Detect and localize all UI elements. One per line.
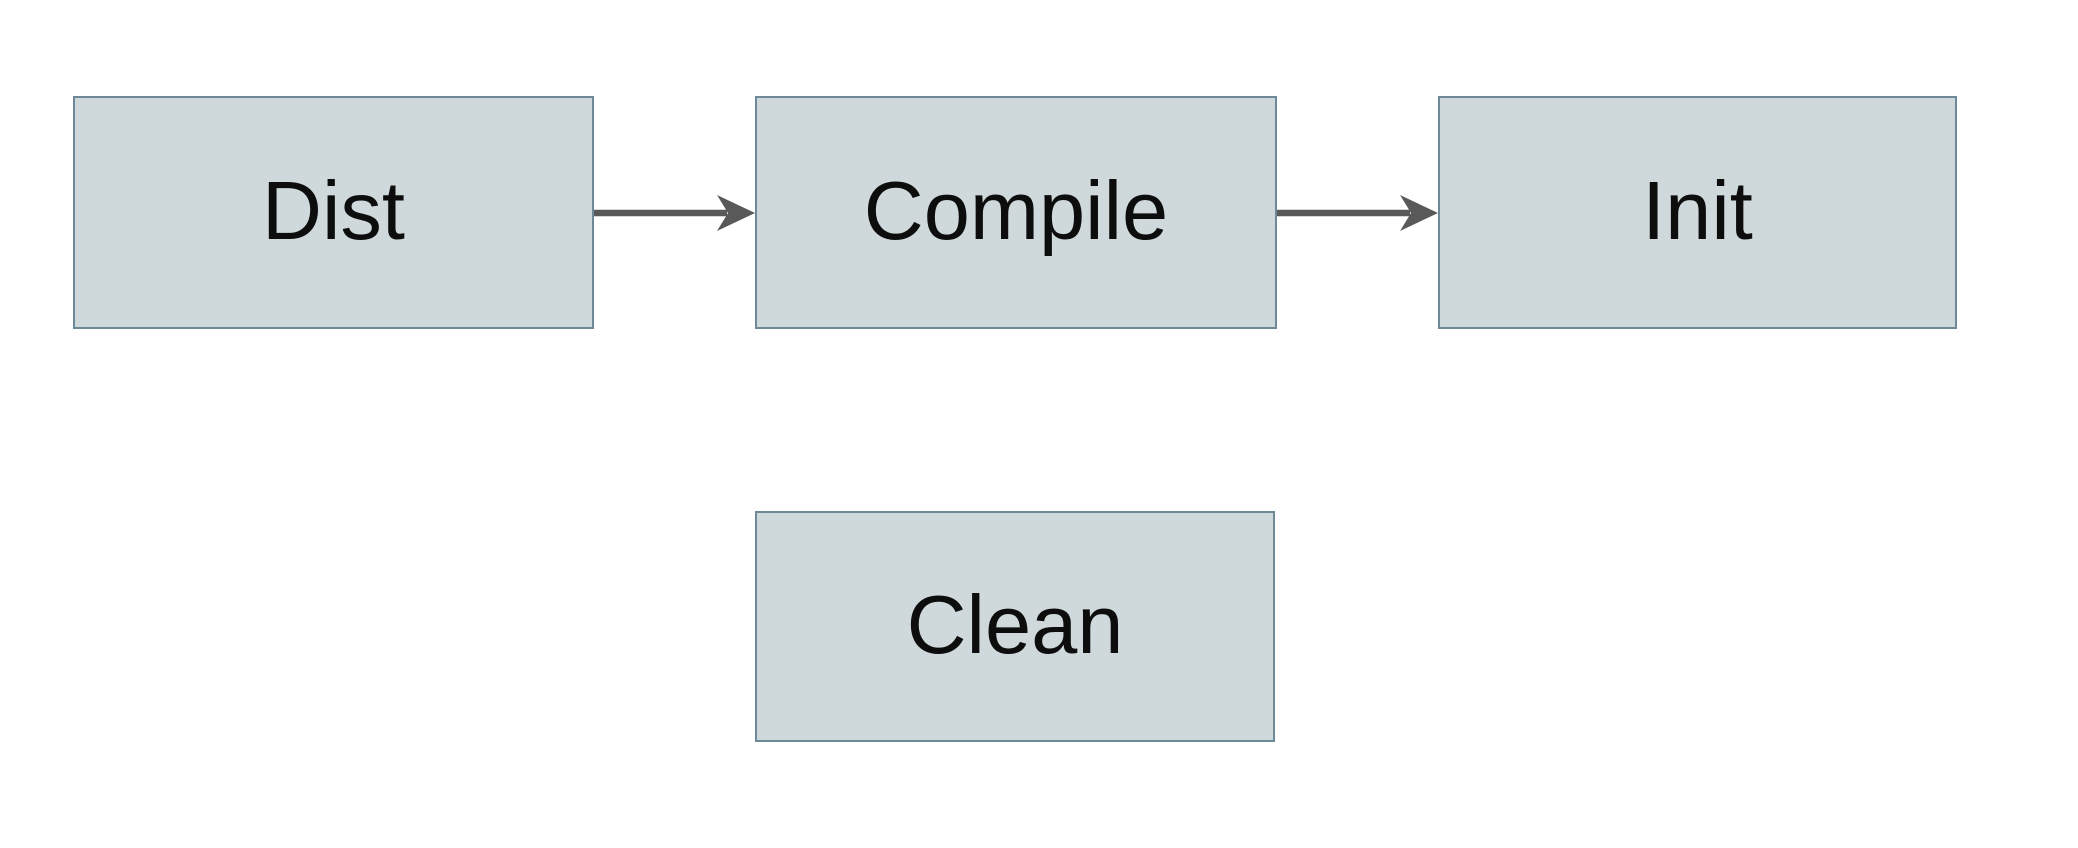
node-label: Init (1642, 164, 1753, 257)
node-compile: Compile (755, 96, 1277, 329)
node-clean: Clean (755, 511, 1275, 742)
node-label: Clean (906, 578, 1124, 671)
arrowhead-icon (717, 194, 755, 231)
node-label: Dist (262, 164, 405, 257)
node-dist: Dist (73, 96, 594, 329)
node-label: Compile (863, 164, 1169, 257)
arrow-dist-to-compile (594, 194, 755, 231)
node-init: Init (1438, 96, 1957, 329)
arrowhead-icon (1400, 194, 1438, 231)
arrow-compile-to-init (1277, 194, 1438, 231)
